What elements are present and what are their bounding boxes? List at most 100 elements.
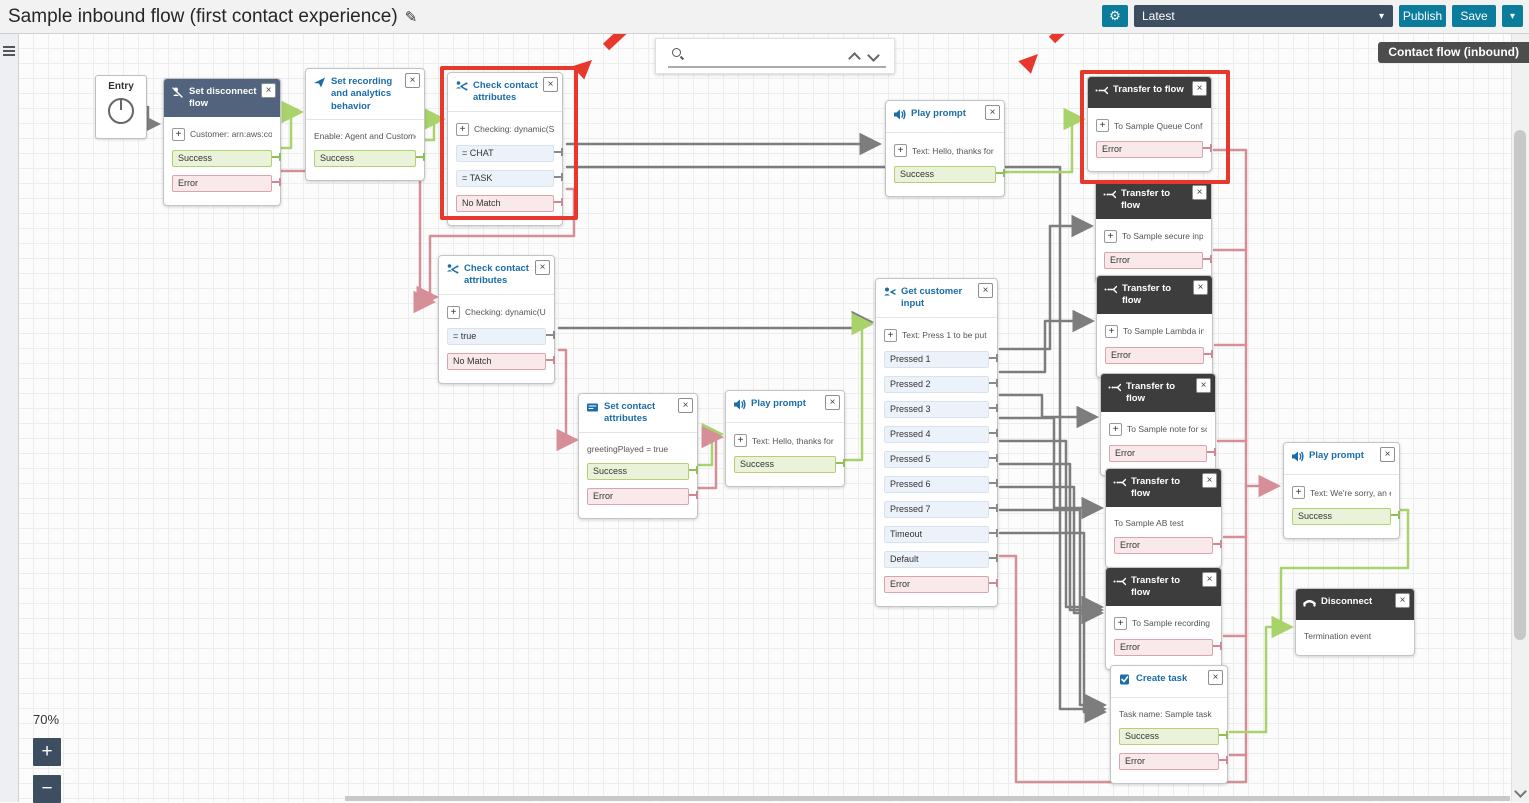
connector-port[interactable] — [989, 528, 998, 537]
search-input[interactable] — [692, 48, 850, 64]
flow-node-get-customer-input[interactable]: Get customer input×+Text: Press 1 to be … — [875, 278, 998, 607]
entry-node[interactable]: Entry — [95, 75, 147, 139]
horizontal-scrollbar-thumb[interactable] — [345, 796, 1510, 801]
connector-port[interactable] — [989, 453, 998, 462]
close-icon[interactable]: × — [1196, 378, 1211, 393]
flow-node-transfer-to-flow-1[interactable]: Transfer to flow×+To Sample Queue Config… — [1087, 76, 1212, 172]
chevron-down-icon[interactable] — [867, 48, 880, 62]
save-button[interactable]: Save — [1452, 5, 1496, 27]
flow-node-disconnect[interactable]: Disconnect×Termination event — [1295, 588, 1415, 656]
close-icon[interactable]: × — [678, 398, 693, 413]
connector-port[interactable] — [989, 403, 998, 412]
expand-plus-icon[interactable]: + — [172, 127, 185, 141]
flow-node-play-prompt-1[interactable]: Play prompt×+Text: Hello, thanks for con… — [885, 100, 1005, 197]
close-icon[interactable]: × — [1192, 81, 1207, 96]
connector-port[interactable] — [554, 172, 563, 181]
expand-plus-icon[interactable]: + — [456, 122, 469, 136]
menu-icon[interactable] — [3, 46, 15, 56]
connector-port[interactable] — [989, 553, 998, 562]
close-icon[interactable]: × — [985, 105, 1000, 120]
flow-node-check-contact-attributes-2[interactable]: Check contact attributes×+Checking: dyna… — [438, 255, 555, 384]
flow-node-set-recording-analytics[interactable]: Set recording and analytics behavior×Ena… — [305, 68, 425, 182]
connector-port[interactable] — [272, 152, 281, 161]
expand-plus-icon[interactable]: + — [1104, 229, 1117, 243]
connector-port[interactable] — [1207, 447, 1216, 456]
connector-port[interactable] — [989, 503, 998, 512]
connector-port[interactable] — [1219, 756, 1228, 764]
expand-plus-icon[interactable]: + — [884, 328, 897, 342]
connector-port[interactable] — [989, 578, 998, 587]
close-icon[interactable]: × — [535, 260, 550, 275]
connector-port[interactable] — [1213, 641, 1222, 650]
save-more-button[interactable]: ▾ — [1502, 5, 1523, 27]
zoom-out-button[interactable]: − — [33, 775, 61, 803]
connector-port[interactable] — [554, 197, 563, 206]
connector-port[interactable] — [989, 428, 998, 437]
node-parameter: To Sample AB test — [1114, 510, 1213, 537]
scroll-down-icon[interactable] — [1514, 785, 1527, 798]
close-icon[interactable]: × — [261, 83, 276, 98]
flow-node-play-prompt-3[interactable]: Play prompt×+Text: We're sorry, an error… — [1283, 442, 1400, 539]
connector-port[interactable] — [554, 147, 563, 156]
expand-plus-icon[interactable]: + — [1096, 119, 1109, 132]
expand-plus-icon[interactable]: + — [1292, 486, 1305, 499]
close-icon[interactable]: × — [1192, 185, 1207, 200]
connector-port[interactable] — [689, 490, 698, 499]
close-icon[interactable]: × — [978, 283, 993, 298]
expand-plus-icon[interactable]: + — [1105, 324, 1118, 338]
connector-port[interactable] — [836, 459, 845, 467]
version-selector[interactable]: Latest ▾ — [1134, 5, 1393, 27]
flow-node-transfer-to-flow-2[interactable]: Transfer to flow×+To Sample secure input… — [1095, 180, 1212, 283]
connector-port[interactable] — [1204, 349, 1213, 358]
node-parameter-text: Termination event — [1304, 631, 1372, 641]
connector-port[interactable] — [1203, 144, 1212, 152]
close-icon[interactable]: × — [543, 77, 558, 92]
expand-plus-icon[interactable]: + — [1114, 616, 1127, 630]
close-icon[interactable]: × — [1202, 572, 1217, 587]
flow-node-transfer-to-flow-6[interactable]: Transfer to flow×+To Sample recording be… — [1105, 567, 1222, 670]
expand-plus-icon[interactable]: + — [734, 434, 747, 447]
connector-port[interactable] — [996, 169, 1005, 177]
output-branch-pressed-3: Pressed 3 — [884, 400, 998, 418]
chevron-up-icon[interactable] — [848, 51, 861, 65]
close-icon[interactable]: × — [405, 73, 420, 88]
expand-plus-icon[interactable]: + — [894, 144, 907, 157]
connector-port[interactable] — [1219, 731, 1228, 739]
close-icon[interactable]: × — [1395, 593, 1410, 608]
zoom-in-button[interactable]: + — [33, 738, 61, 766]
flow-node-set-disconnect-flow[interactable]: Set disconnect flow×+Customer: arn:aws:c… — [163, 78, 281, 206]
flow-node-check-contact-attributes-1[interactable]: Check contact attributes×+Checking: dyna… — [447, 72, 563, 226]
flow-node-transfer-to-flow-4[interactable]: Transfer to flow×+To Sample note for scr… — [1100, 373, 1216, 476]
flow-node-play-prompt-2[interactable]: Play prompt×+Text: Hello, thanks for cal… — [725, 390, 845, 487]
output-branch-pressed-5: Pressed 5 — [884, 450, 998, 468]
connector-port[interactable] — [1391, 511, 1400, 519]
expand-plus-icon[interactable]: + — [447, 305, 460, 319]
node-parameter: greetingPlayed = true — [587, 436, 689, 463]
expand-plus-icon[interactable]: + — [1109, 422, 1122, 436]
publish-button[interactable]: Publish — [1399, 5, 1446, 27]
connector-port[interactable] — [689, 465, 698, 474]
connector-port[interactable] — [546, 355, 555, 364]
close-icon[interactable]: × — [1193, 280, 1208, 295]
connector-port[interactable] — [989, 378, 998, 387]
close-icon[interactable]: × — [1202, 473, 1217, 488]
connector-port[interactable] — [989, 478, 998, 487]
pencil-icon[interactable]: ✎ — [404, 8, 418, 26]
vertical-scrollbar-thumb[interactable] — [1514, 130, 1526, 640]
close-icon[interactable]: × — [1208, 670, 1223, 685]
close-icon[interactable]: × — [1380, 447, 1395, 462]
close-icon[interactable]: × — [825, 395, 840, 410]
flow-node-set-contact-attributes[interactable]: Set contact attributes×greetingPlayed = … — [578, 393, 698, 519]
connector-port[interactable] — [546, 330, 555, 339]
connector-port[interactable] — [272, 177, 281, 186]
settings-button[interactable]: ⚙ — [1102, 5, 1128, 27]
connector-port[interactable] — [989, 353, 998, 362]
connector-port[interactable] — [1213, 539, 1222, 548]
flow-node-transfer-to-flow-3[interactable]: Transfer to flow×+To Sample Lambda integ… — [1096, 275, 1213, 378]
connector-port[interactable] — [416, 153, 425, 162]
node-header: Check contact attributes× — [439, 256, 554, 295]
connector-port[interactable] — [1203, 254, 1212, 263]
